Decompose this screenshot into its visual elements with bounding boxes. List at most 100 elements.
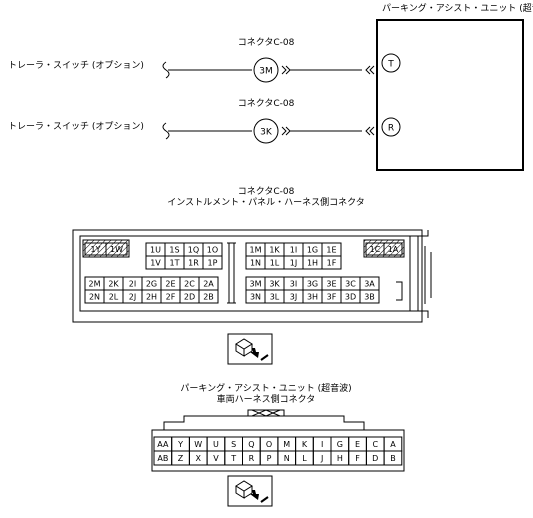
pin-cell: 3A — [359, 276, 380, 291]
circuit-source-label-2: トレーラ・スイッチ (オプション) — [8, 122, 144, 132]
pin-label: 1V — [150, 259, 161, 268]
pin-cell: X — [188, 450, 208, 466]
pin-label: 1U — [150, 246, 161, 255]
pin-label: 3B — [364, 293, 375, 302]
pin-label: Y — [177, 440, 183, 449]
unit-pin-label: R — [388, 124, 394, 134]
pin-label: 1K — [269, 246, 280, 255]
unit-title: パーキング・アシスト・ユニット (超音波) — [382, 4, 533, 14]
pin-label: J — [320, 454, 323, 463]
pin-cell: 2E — [160, 276, 181, 291]
pin-cell: AB — [153, 450, 173, 466]
pin-cell: P — [259, 450, 279, 466]
pin-cell: 2D — [179, 289, 200, 304]
pin-cell: B — [383, 450, 403, 466]
pin-label: R — [249, 454, 255, 463]
pin-cell: 1P — [202, 255, 223, 270]
pin-label: G — [337, 440, 343, 449]
connector-top-latch — [247, 409, 285, 417]
pin-label: 1M — [250, 246, 262, 255]
pin-cell: 1R — [183, 255, 204, 270]
hatched-pin-group-left: 1Y 1W — [82, 239, 130, 258]
pin-label: L — [302, 454, 307, 463]
pin-label: 3L — [270, 293, 280, 302]
pin-label: 2H — [146, 293, 157, 302]
connector-c08-title: コネクタC-08 — [237, 187, 295, 197]
pin-label: 3C — [345, 280, 356, 289]
pin-label: O — [266, 440, 272, 449]
pin-cell: 1F — [321, 255, 342, 270]
pin-label: 1J — [290, 259, 297, 268]
pin-label: P — [267, 454, 272, 463]
pin-cell: 2C — [179, 276, 200, 291]
pin-cell: 1L — [264, 255, 285, 270]
pin-cell: 3N — [245, 289, 266, 304]
connector-pin-label: 3M — [259, 67, 273, 77]
pin-label: 1Q — [188, 246, 199, 255]
pin-cell: 2B — [198, 289, 219, 304]
pin-label: 3N — [250, 293, 261, 302]
pin-label: X — [196, 454, 202, 463]
pin-label: 1R — [188, 259, 199, 268]
pin-cell: A — [383, 436, 403, 452]
pin-label: 1N — [250, 259, 261, 268]
pin-label: 3K — [269, 280, 280, 289]
pin-label: F — [355, 454, 360, 463]
pin-cell: 2I — [122, 276, 143, 291]
pin-cell: 3B — [359, 289, 380, 304]
pin-cell: 1N — [245, 255, 266, 270]
pin-label: 2C — [184, 280, 195, 289]
connector-latch-edge — [418, 230, 429, 318]
pin-cell: 1I — [283, 242, 304, 257]
pin-label: 2J — [129, 293, 136, 302]
pin-cell: 2N — [84, 289, 105, 304]
pin-label: 3E — [326, 280, 336, 289]
pin-label: 2N — [89, 293, 100, 302]
pin-label: 1W — [110, 245, 123, 254]
connector-view-icon — [227, 333, 273, 365]
pin-cell: 3E — [321, 276, 342, 291]
pin-cell: C — [365, 436, 385, 452]
connector-center-divider — [228, 242, 235, 304]
pin-cell: I — [312, 436, 332, 452]
pin-label: 2F — [166, 293, 176, 302]
pin-cell: V — [206, 450, 226, 466]
connector-unit-title: パーキング・アシスト・ユニット (超音波) — [180, 384, 352, 394]
connector-male-symbol — [281, 126, 291, 136]
pin-cell: AA — [153, 436, 173, 452]
pin-cell: O — [259, 436, 279, 452]
connector-outer-body — [72, 229, 423, 323]
wire-break-symbol — [162, 122, 170, 140]
pin-cell: H — [330, 450, 350, 466]
pin-label: 1E — [326, 246, 336, 255]
circuit-2: 3K R — [162, 117, 401, 144]
pin-label: 2B — [203, 293, 214, 302]
pin-label: V — [213, 454, 219, 463]
pin-cell: S — [224, 436, 244, 452]
pin-label: 2L — [109, 293, 119, 302]
pin-label: W — [194, 440, 202, 449]
pin-label: E — [355, 440, 360, 449]
pin-cell: 2A — [198, 276, 219, 291]
pin-cell: 3F — [321, 289, 342, 304]
pin-label: 1L — [270, 259, 280, 268]
pin-label: 3G — [307, 280, 318, 289]
pin-cell: 3M — [245, 276, 266, 291]
pin-label: T — [230, 454, 236, 463]
circuit-source-label-1: トレーラ・スイッチ (オプション) — [8, 61, 144, 71]
pin-label: 1Y — [91, 245, 101, 254]
pin-label: B — [390, 454, 396, 463]
pin-cell: U — [206, 436, 226, 452]
circuit-connector-label-2: コネクタC-08 — [237, 99, 295, 109]
pin-label: 3F — [327, 293, 337, 302]
pin-cell: F — [348, 450, 367, 466]
connector-pin-label: 3K — [260, 128, 273, 138]
pin-label: Z — [178, 454, 184, 463]
pin-cell: L — [295, 450, 314, 466]
connector-male-symbol — [281, 65, 291, 75]
unit-pin-circle — [381, 53, 401, 73]
pin-label: K — [302, 440, 308, 449]
pin-label: U — [213, 440, 219, 449]
pin-label: 1T — [170, 259, 180, 268]
pin-label: 2G — [146, 280, 157, 289]
